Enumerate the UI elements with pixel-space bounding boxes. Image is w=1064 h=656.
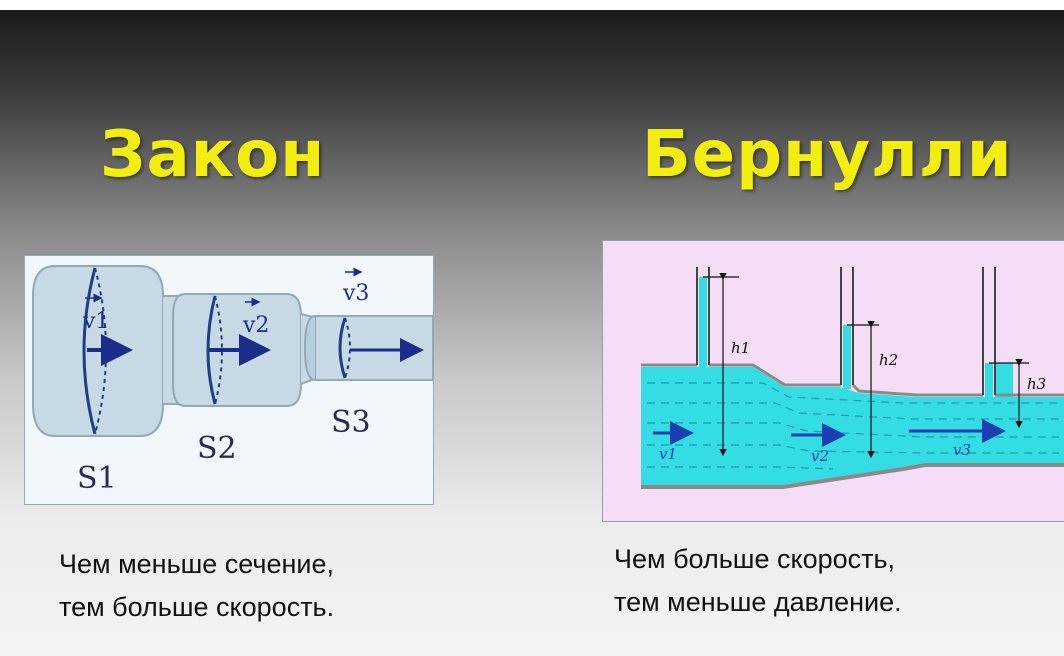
caption-left-line-2: тем больше скорость.: [59, 592, 335, 622]
flow-velocity-label-3: v3: [953, 441, 971, 459]
section-ring-3: [338, 317, 347, 379]
caption-bernoulli: Чем больше скорость, тем меньше давление…: [614, 538, 902, 624]
velocity-label-3: v3: [342, 281, 369, 306]
pipe-bottom-wall: [641, 463, 1064, 489]
height-label-2: h2: [879, 351, 898, 369]
title-zakon: Закон: [100, 118, 326, 192]
section-label-1: S1: [77, 461, 117, 496]
velocity-label-2: v2: [242, 313, 269, 338]
flow-velocity-label-2: v2: [811, 447, 829, 465]
flow-velocity-label-1: v1: [659, 445, 677, 463]
bernoulli-diagram-svg: h1 h2 h3 v1 v2 v3: [641, 267, 1064, 489]
continuity-diagram-svg: v1 v2 v3 S1 S2 S3: [32, 265, 433, 496]
tube-water-2: [843, 325, 851, 389]
caption-left-line-1: Чем меньше сечение,: [59, 549, 335, 579]
title-bernoulli: Бернулли: [642, 118, 1013, 192]
tube-water-3: [985, 363, 993, 399]
water-flow: [641, 363, 1064, 485]
pipe-top-wall: [641, 363, 1064, 397]
height-label-1: h1: [731, 339, 750, 357]
caption-continuity: Чем меньше сечение, тем больше скорость.: [59, 543, 334, 629]
section-label-3: S3: [331, 405, 371, 440]
section-ring-1: [82, 267, 97, 435]
height-label-3: h3: [1027, 375, 1046, 393]
bernoulli-diagram: h1 h2 h3 v1 v2 v3: [602, 240, 1064, 522]
tube-water-1: [699, 277, 707, 369]
section-label-2: S2: [197, 431, 237, 466]
pipe-section-small: [314, 315, 433, 381]
velocity-label-1: v1: [82, 309, 109, 334]
caption-right-line-2: тем меньше давление.: [614, 587, 902, 617]
continuity-diagram: v1 v2 v3 S1 S2 S3: [24, 255, 434, 505]
caption-right-line-1: Чем больше скорость,: [614, 544, 896, 574]
section-ring-2: [206, 295, 217, 405]
